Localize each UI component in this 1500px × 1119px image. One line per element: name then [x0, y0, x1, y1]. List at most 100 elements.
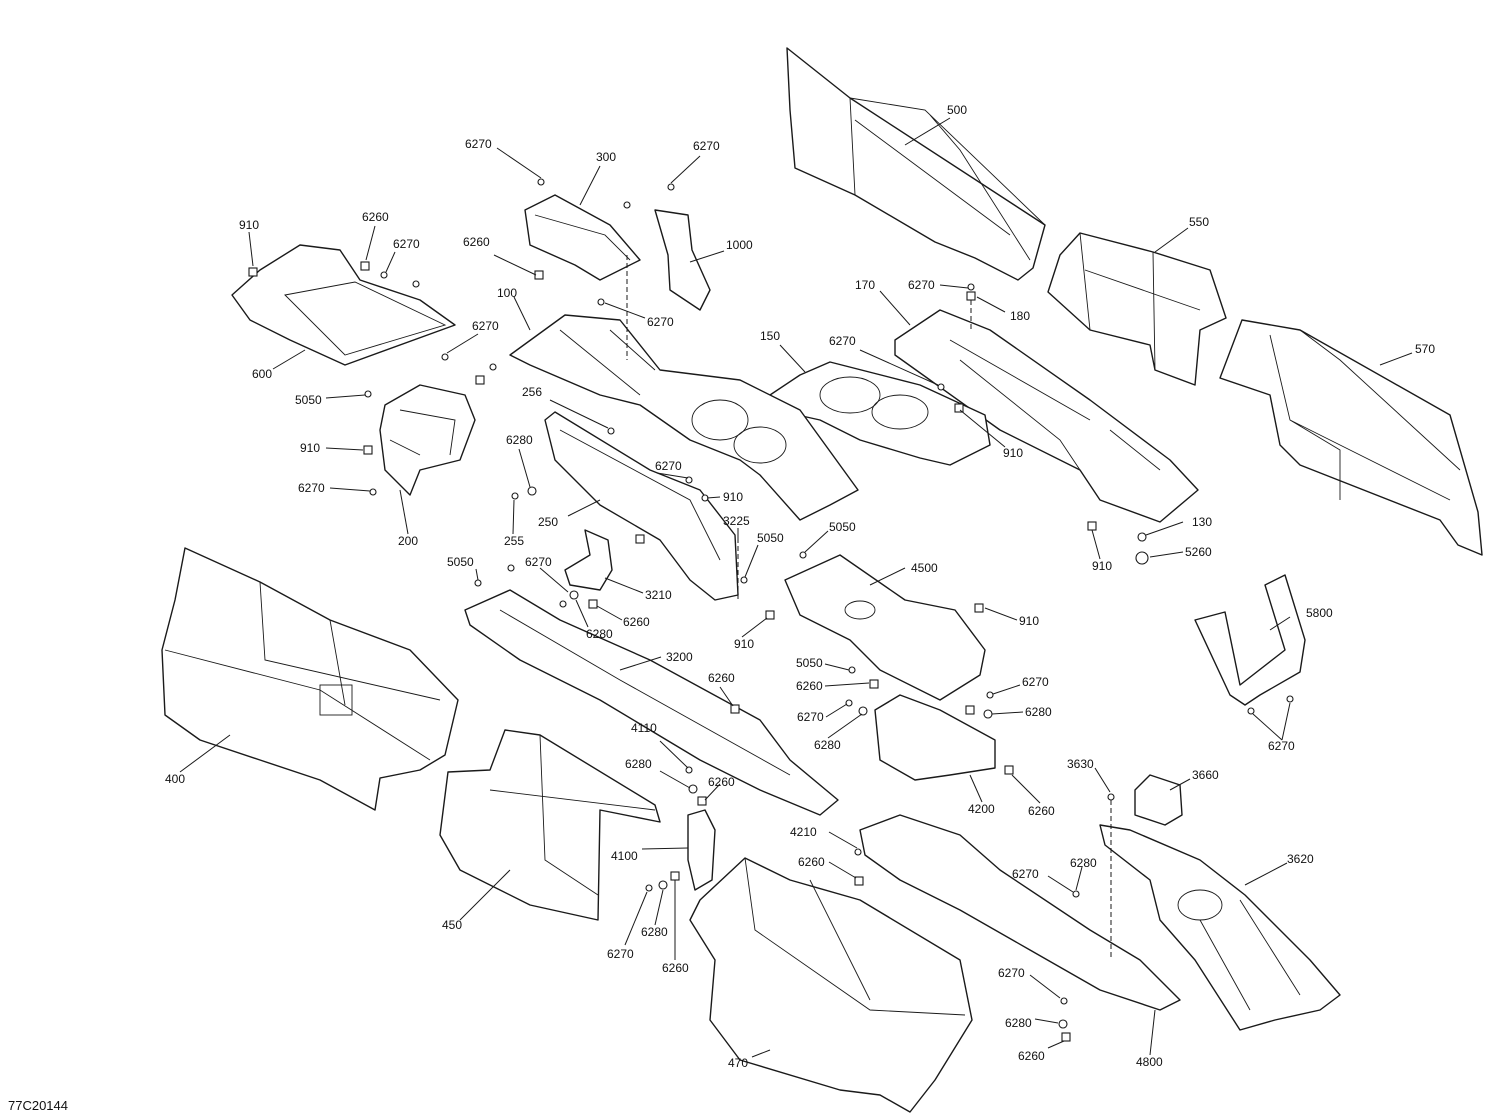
callout-6280: 6280: [586, 627, 613, 641]
callout-200: 200: [398, 534, 418, 548]
panel-570: [1219, 319, 1483, 556]
callout-3210: 3210: [645, 588, 672, 602]
callout-6270: 6270: [607, 947, 634, 961]
callout-6260: 6260: [662, 961, 689, 975]
panel-550: [1047, 232, 1227, 386]
part-4100: [687, 809, 716, 891]
part-4200: [874, 694, 996, 781]
callout-570: 570: [1415, 342, 1435, 356]
callout-3200: 3200: [666, 650, 693, 664]
callout-6280: 6280: [1025, 705, 1052, 719]
callout-6270: 6270: [647, 315, 674, 329]
callout-6270: 6270: [525, 555, 552, 569]
callout-6260: 6260: [708, 671, 735, 685]
callout-170: 170: [855, 278, 875, 292]
part-3660: [1134, 774, 1183, 826]
callout-6270: 6270: [465, 137, 492, 151]
hardware: [248, 178, 1294, 1042]
callout-6270: 6270: [472, 319, 499, 333]
callout-4200: 4200: [968, 802, 995, 816]
callout-6260: 6260: [798, 855, 825, 869]
bracket-200: [379, 384, 476, 496]
console-170: [894, 309, 1199, 523]
callout-6270: 6270: [908, 278, 935, 292]
callout-6280: 6280: [625, 757, 652, 771]
assembly-lines: [626, 255, 1112, 960]
callout-4500: 4500: [911, 561, 938, 575]
callout-180: 180: [1010, 309, 1030, 323]
callout-5050: 5050: [796, 656, 823, 670]
callout-5050: 5050: [757, 531, 784, 545]
panel-450: [439, 729, 661, 921]
callout-6270: 6270: [393, 237, 420, 251]
part-300: [524, 194, 641, 281]
callout-6270: 6270: [1022, 675, 1049, 689]
callout-250: 250: [538, 515, 558, 529]
drawing-reference: 77C20144: [8, 1098, 68, 1113]
callout-910: 910: [1003, 446, 1023, 460]
callout-300: 300: [596, 150, 616, 164]
callout-450: 450: [442, 918, 462, 932]
part-3210: [564, 529, 613, 591]
callout-6270: 6270: [298, 481, 325, 495]
part-5800: [1194, 574, 1306, 706]
callout-6270: 6270: [693, 139, 720, 153]
callout-130: 130: [1192, 515, 1212, 529]
callout-6260: 6260: [1018, 1049, 1045, 1063]
callout-3630: 3630: [1067, 757, 1094, 771]
callout-6260: 6260: [708, 775, 735, 789]
console-150: [769, 361, 991, 466]
callout-6270: 6270: [998, 966, 1025, 980]
callout-6280: 6280: [814, 738, 841, 752]
callout-6270: 6270: [1268, 739, 1295, 753]
callout-400: 400: [165, 772, 185, 786]
frame-3200: [464, 589, 839, 816]
callout-4210: 4210: [790, 825, 817, 839]
callout-6260: 6260: [463, 235, 490, 249]
callout-6280: 6280: [506, 433, 533, 447]
callout-256: 256: [522, 385, 542, 399]
leader-lines: [179, 117, 1413, 1058]
callout-4100: 4100: [611, 849, 638, 863]
callout-6280: 6280: [1005, 1016, 1032, 1030]
callout-910: 910: [239, 218, 259, 232]
part-1000: [654, 209, 711, 311]
callout-6270: 6270: [829, 334, 856, 348]
callout-100: 100: [497, 286, 517, 300]
callout-5050: 5050: [295, 393, 322, 407]
callout-600: 600: [252, 367, 272, 381]
callout-5050: 5050: [447, 555, 474, 569]
console-100: [509, 314, 859, 521]
callout-910: 910: [734, 637, 754, 651]
callout-6270: 6270: [797, 710, 824, 724]
callout-labels: 6270 300 6270 910 6260 6270 6260 1000 50…: [165, 103, 1435, 1070]
panel-400: [161, 547, 459, 811]
callout-3660: 3660: [1192, 768, 1219, 782]
callout-5800: 5800: [1306, 606, 1333, 620]
callout-6260: 6260: [362, 210, 389, 224]
callout-5260: 5260: [1185, 545, 1212, 559]
callout-4110: 4110: [631, 721, 657, 735]
frame-3620: [1099, 824, 1341, 1031]
callout-500: 500: [947, 103, 967, 117]
callout-910: 910: [1092, 559, 1112, 573]
callout-6260: 6260: [1028, 804, 1055, 818]
callout-6280: 6280: [641, 925, 668, 939]
callout-3225: 3225: [723, 514, 750, 528]
callout-910: 910: [300, 441, 320, 455]
callout-6260: 6260: [623, 615, 650, 629]
frame-4800: [859, 814, 1181, 1011]
callout-6280: 6280: [1070, 856, 1097, 870]
callout-6270: 6270: [655, 459, 682, 473]
callout-3620: 3620: [1287, 852, 1314, 866]
callout-6270: 6270: [1012, 867, 1039, 881]
callout-470: 470: [728, 1056, 748, 1070]
callout-5050: 5050: [829, 520, 856, 534]
callout-910: 910: [723, 490, 743, 504]
callout-910: 910: [1019, 614, 1039, 628]
callout-4800: 4800: [1136, 1055, 1163, 1069]
callout-255: 255: [504, 534, 524, 548]
panel-470: [689, 857, 973, 1113]
